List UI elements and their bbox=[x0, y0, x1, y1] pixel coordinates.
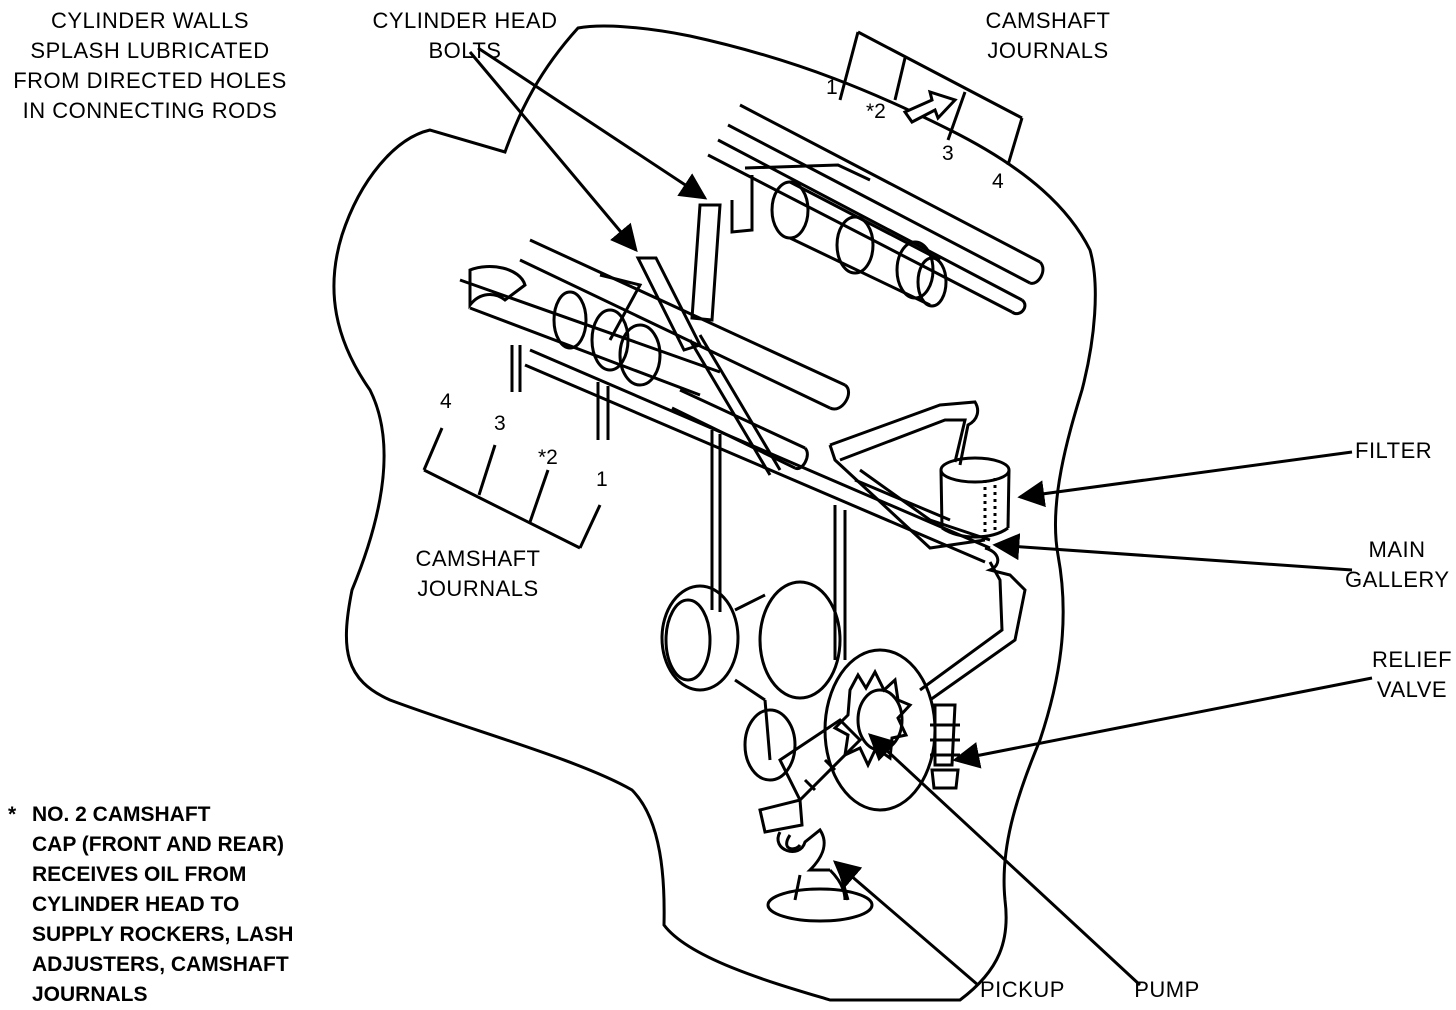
label-camshaft-journals-top: CAMSHAFT JOURNALS bbox=[985, 8, 1111, 63]
journal-number-top-3: 3 bbox=[942, 142, 954, 165]
main-gallery-tubes bbox=[510, 345, 1027, 702]
label-camshaft-journals-left: CAMSHAFT JOURNALS bbox=[415, 546, 541, 601]
label-main-gallery: MAIN GALLERY bbox=[1345, 537, 1450, 592]
journal-number-left-1: 1 bbox=[596, 468, 608, 491]
upper-camshaft-assembly bbox=[707, 103, 1045, 315]
journal-number-left-2: *2 bbox=[538, 446, 558, 469]
journal-number-top-1: 1 bbox=[826, 76, 838, 99]
journal-number-top-2: *2 bbox=[866, 100, 886, 123]
arrow-head-bolts-1 bbox=[468, 51, 638, 253]
crankshaft bbox=[660, 580, 842, 782]
arrow-head-bolts-2 bbox=[477, 46, 708, 200]
label-pickup: PICKUP bbox=[980, 977, 1065, 1002]
camshaft-journal-bracket-left bbox=[422, 427, 602, 550]
oil-pump bbox=[778, 648, 937, 812]
journal-number-left-4: 4 bbox=[440, 390, 452, 413]
label-pump: PUMP bbox=[1134, 977, 1200, 1002]
callout-arrows bbox=[468, 46, 1373, 987]
camshaft-journal-bracket-top bbox=[838, 30, 1024, 166]
label-relief-valve: RELIEF VALVE bbox=[1372, 647, 1453, 702]
label-cylinder-walls: CYLINDER WALLS SPLASH LUBRICATED FROM DI… bbox=[13, 8, 287, 123]
footnote-text: NO. 2 CAMSHAFT CAP (FRONT AND REAR) RECE… bbox=[32, 803, 294, 1006]
label-filter: FILTER bbox=[1355, 438, 1433, 463]
journal-number-top-4: 4 bbox=[992, 170, 1004, 193]
arrow-pump bbox=[868, 733, 1142, 987]
arrow-pickup bbox=[832, 860, 979, 987]
oil-pickup bbox=[758, 798, 874, 923]
oil-filter-canister bbox=[939, 456, 1011, 539]
label-cylinder-head-bolts: CYLINDER HEAD BOLTS bbox=[372, 8, 558, 63]
arrow-relief-valve bbox=[952, 676, 1373, 769]
lower-camshaft-assembly bbox=[459, 238, 851, 471]
oil-flow-arrow-icon bbox=[902, 89, 958, 124]
arrow-main-gallery bbox=[992, 533, 1353, 572]
relief-valve bbox=[930, 703, 960, 790]
engine-block-outline bbox=[332, 24, 1097, 1002]
filter-loop bbox=[828, 400, 991, 550]
journal-number-left-3: 3 bbox=[494, 412, 506, 435]
footnote-marker: * bbox=[8, 803, 17, 826]
cylinder-head-bolt-tubes bbox=[599, 203, 782, 476]
arrow-filter bbox=[1017, 450, 1353, 508]
